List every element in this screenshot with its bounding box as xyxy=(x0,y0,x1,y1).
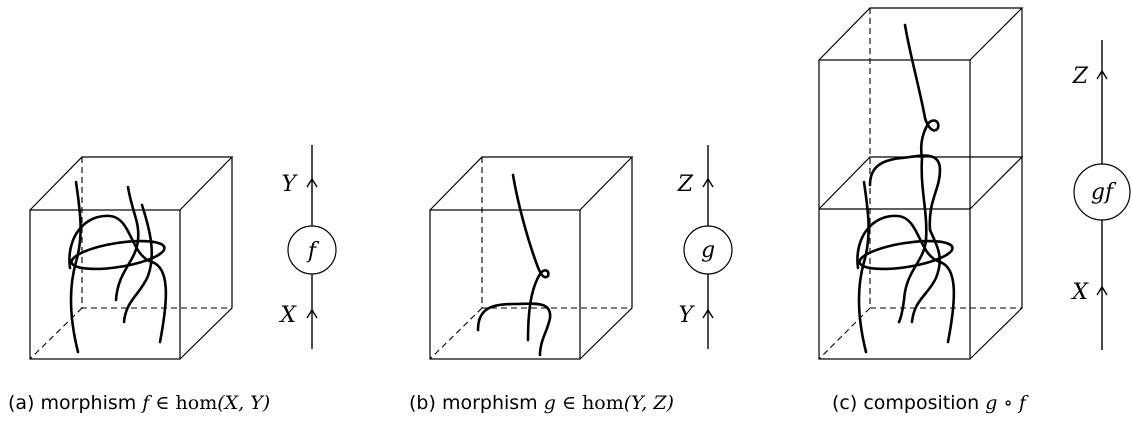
object-label-bottom-c: X xyxy=(1070,280,1089,305)
caption-a-relation: ∈ xyxy=(155,392,170,414)
panel-b: g Z Y xyxy=(429,145,733,360)
caption-c-symbol: g xyxy=(985,392,998,414)
braid-c xyxy=(856,23,956,354)
morphism-node-g xyxy=(683,225,733,275)
cube-a xyxy=(29,156,234,360)
object-label-top-c: Z xyxy=(1072,64,1089,89)
caption-b-func: hom xyxy=(582,392,624,414)
caption-c-relation: ∘ xyxy=(1003,392,1013,414)
object-label-bottom-b: Y xyxy=(678,303,695,328)
braid-b xyxy=(476,173,552,357)
caption-a-func: hom xyxy=(175,392,218,414)
morphism-node-gf xyxy=(1073,163,1131,221)
object-label-top-a: Y xyxy=(281,172,298,197)
caption-b-word: morphism xyxy=(441,392,538,414)
caption-c-tag: (c) xyxy=(832,392,858,414)
object-label-bottom-a: X xyxy=(278,303,297,328)
node-label-g: g xyxy=(701,238,715,263)
caption-b-tag: (b) xyxy=(409,392,436,414)
caption-a: (a) morphism f ∈ hom(X, Y) xyxy=(8,392,270,414)
cube-b xyxy=(429,156,634,360)
caption-b: (b) morphism g ∈ hom(Y, Z) xyxy=(409,392,674,414)
caption-c: (c) composition g ∘ f xyxy=(832,392,1026,414)
braid-a xyxy=(68,180,168,354)
node-label-gf: gf xyxy=(1091,180,1117,205)
caption-b-args: (Y, Z) xyxy=(623,392,674,414)
morphism-node-f xyxy=(287,225,337,275)
object-label-top-b: Z xyxy=(677,172,694,197)
string-diagram-a: f Y X xyxy=(278,145,337,349)
caption-b-relation: ∈ xyxy=(561,392,577,414)
caption-b-symbol: g xyxy=(543,392,556,414)
caption-a-symbol: f xyxy=(142,392,150,414)
caption-a-word: morphism xyxy=(40,392,137,414)
string-diagram-b: g Z Y xyxy=(677,145,733,349)
caption-a-tag: (a) xyxy=(8,392,35,414)
string-diagram-c: gf Z X xyxy=(1070,40,1131,350)
caption-a-args: (X, Y) xyxy=(217,392,271,414)
caption-c-args: f xyxy=(1018,392,1026,414)
panel-c: gf Z X xyxy=(818,7,1131,360)
panel-a: f Y X xyxy=(29,145,337,360)
stacked-cubes-c xyxy=(818,7,1024,360)
caption-c-word: composition xyxy=(863,392,980,414)
